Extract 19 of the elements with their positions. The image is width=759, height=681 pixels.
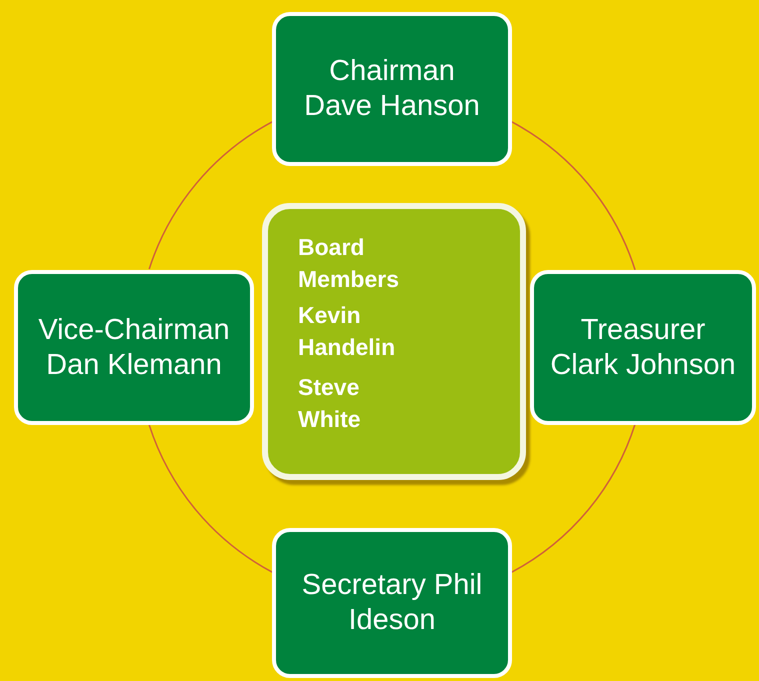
role-text: Chairman [329, 54, 455, 89]
connector-arc [148, 424, 273, 573]
connector-arc [511, 424, 636, 573]
role-box [272, 528, 512, 678]
role-text: Secretary Phil Ideson [300, 568, 484, 638]
role-text: Vice-Chairman [38, 312, 230, 348]
role-box [530, 270, 756, 425]
role-text: Treasurer [580, 312, 706, 348]
role-text: Dan Klemann [46, 348, 222, 382]
connector-arc [148, 121, 273, 270]
member-text: Board Members [298, 233, 400, 294]
member-text: Kevin Handelin [298, 301, 396, 362]
center-box [262, 203, 526, 480]
role-box [14, 270, 254, 425]
connector-arc [511, 121, 636, 270]
role-text: Dave Hanson [304, 89, 480, 124]
member-text: Steve White [298, 373, 362, 434]
role-box [272, 12, 512, 166]
role-text: Clark Johnson [550, 348, 736, 382]
